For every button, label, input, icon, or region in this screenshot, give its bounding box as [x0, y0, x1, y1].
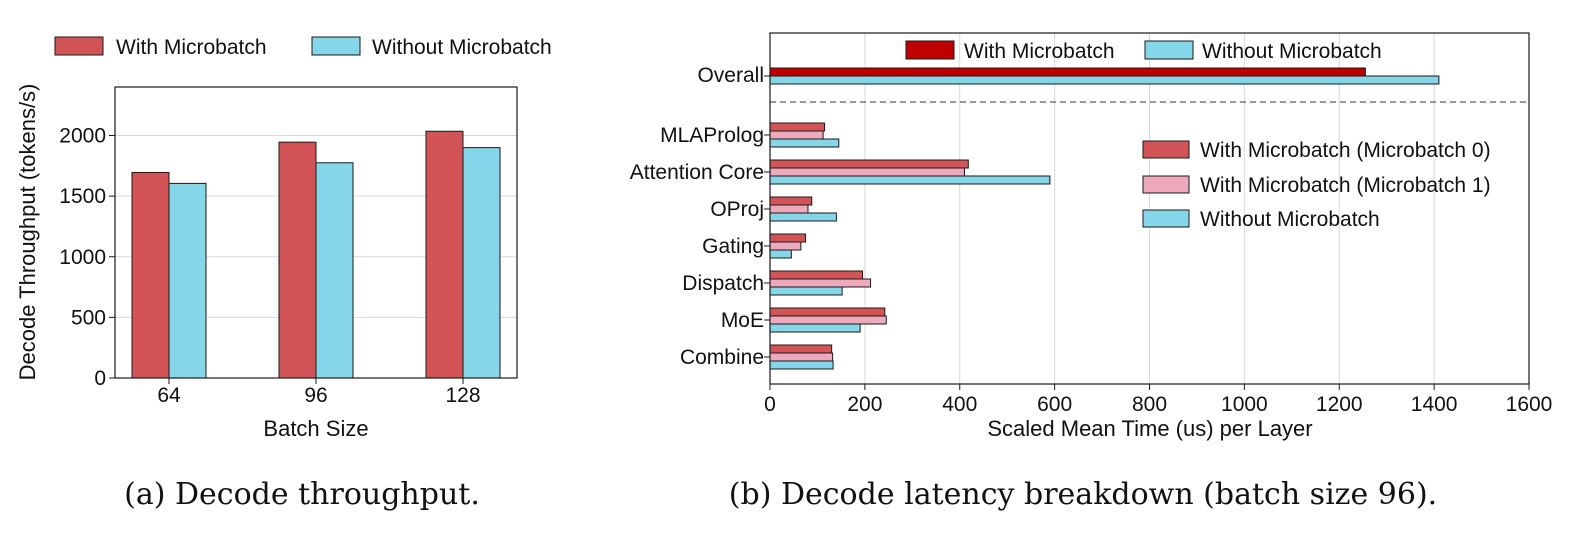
- bar-without-microbatch-64: [168, 182, 207, 379]
- throughput-x-ticks: 64 96 128: [157, 378, 481, 407]
- bar-without-microbatch-mlaprolog: [769, 138, 840, 148]
- bar-with-microbatch-microbatch-1-combine: [769, 352, 834, 362]
- bar-without-microbatch-gating: [769, 249, 792, 259]
- x-tick-label: 1400: [1411, 393, 1458, 416]
- bar-overall-with-microbatch: [769, 67, 1366, 77]
- y-tick-label-overall: Overall: [697, 64, 764, 87]
- legend-label-without-microbatch: Without Microbatch: [372, 36, 552, 59]
- bar-without-microbatch-combine: [769, 360, 834, 370]
- caption-a: (a) Decode throughput.: [124, 477, 480, 512]
- x-tick-label: 400: [942, 393, 977, 416]
- x-tick-label: 96: [304, 384, 327, 407]
- overall-legend: With Microbatch Without Microbatch: [905, 40, 1382, 63]
- bar-with-microbatch-microbatch-1-dispatch: [769, 278, 872, 288]
- bar-with-microbatch-microbatch-0-oproj: [769, 196, 813, 206]
- legend-label-microbatch-1: With Microbatch (Microbatch 1): [1200, 174, 1491, 197]
- throughput-chart: 0 500 1000 1500 2000 64 96 128 Batch Size Deco…: [15, 36, 552, 512]
- throughput-x-axis-label: Batch Size: [263, 416, 368, 441]
- legend-swatch-without-microbatch: [1142, 209, 1190, 228]
- x-tick-label: 800: [1132, 393, 1167, 416]
- latency-gridlines: [864, 33, 1435, 384]
- latency-x-axis-label: Scaled Mean Time (us) per Layer: [987, 416, 1312, 441]
- legend-label-without-microbatch-breakdown: Without Microbatch: [1200, 208, 1380, 231]
- y-tick-label: 1500: [59, 185, 106, 208]
- throughput-legend: With Microbatch Without Microbatch: [54, 36, 552, 59]
- throughput-y-ticks: 0 500 1000 1500 2000: [59, 125, 115, 390]
- bar-overall-without-microbatch: [769, 75, 1440, 85]
- bar-with-microbatch-microbatch-0-combine: [769, 344, 833, 354]
- bar-without-microbatch-dispatch: [769, 286, 843, 296]
- y-tick-label-mlaprolog: MLAProlog: [660, 124, 764, 147]
- legend-label-microbatch-0: With Microbatch (Microbatch 0): [1200, 139, 1491, 162]
- y-tick-label: 2000: [59, 125, 106, 148]
- x-tick-label: 1600: [1506, 393, 1553, 416]
- legend-label-overall-with-microbatch: With Microbatch: [964, 40, 1115, 63]
- x-tick-label: 64: [157, 384, 181, 407]
- x-tick-label: 128: [445, 384, 480, 407]
- y-tick-label: 0: [94, 367, 106, 390]
- x-tick-label: 1000: [1221, 393, 1268, 416]
- bar-with-microbatch-microbatch-1-oproj: [769, 204, 809, 214]
- bar-with-microbatch-microbatch-0-gating: [769, 233, 807, 243]
- y-tick-label: 1000: [59, 246, 106, 269]
- y-tick-label-attention-core: Attention Core: [630, 161, 764, 184]
- bar-with-microbatch-microbatch-1-attention-core: [769, 167, 965, 177]
- bar-with-microbatch-microbatch-0-mlaprolog: [769, 122, 826, 132]
- latency-x-ticks: 0 200 400 600 800 1000 1200 1400 1600: [764, 384, 1552, 416]
- legend-swatch-without-microbatch: [311, 36, 361, 56]
- bar-with-microbatch-microbatch-0-dispatch: [769, 270, 864, 280]
- x-tick-label: 0: [764, 393, 776, 416]
- bar-with-microbatch-microbatch-1-gating: [769, 241, 802, 251]
- bar-with-microbatch-microbatch-0-moe: [769, 307, 886, 317]
- legend-label-with-microbatch: With Microbatch: [116, 36, 267, 59]
- bar-with-microbatch-microbatch-1-mlaprolog: [769, 130, 824, 140]
- x-tick-label: 1200: [1316, 393, 1363, 416]
- throughput-y-axis-label: Decode Throughput (tokens/s): [15, 84, 40, 381]
- bar-without-microbatch-attention-core: [769, 175, 1051, 185]
- legend-swatch-microbatch-1: [1142, 175, 1190, 194]
- x-tick-label: 600: [1037, 393, 1072, 416]
- x-tick-label: 200: [847, 393, 882, 416]
- bar-without-microbatch-128: [462, 147, 501, 379]
- breakdown-legend: With Microbatch (Microbatch 0) With Micr…: [1142, 139, 1491, 231]
- y-tick-label-moe: MoE: [721, 309, 764, 332]
- y-tick-label-combine: Combine: [680, 346, 764, 369]
- bar-with-microbatch-microbatch-0-attention-core: [769, 159, 969, 169]
- bar-with-microbatch-96: [278, 141, 317, 379]
- legend-swatch-with-microbatch: [54, 36, 104, 56]
- legend-label-overall-without-microbatch: Without Microbatch: [1202, 40, 1382, 63]
- legend-swatch-overall-without-microbatch: [1144, 40, 1194, 60]
- y-tick-label-dispatch: Dispatch: [682, 272, 764, 295]
- legend-swatch-microbatch-0: [1142, 140, 1190, 159]
- bar-without-microbatch-moe: [769, 323, 861, 333]
- y-tick-label-oproj: OProj: [710, 198, 764, 221]
- y-tick-label-gating: Gating: [702, 235, 764, 258]
- latency-bars: [769, 67, 1440, 370]
- bar-with-microbatch-64: [131, 171, 170, 379]
- legend-swatch-overall-with-microbatch: [905, 40, 955, 60]
- throughput-bars: [131, 130, 501, 379]
- y-tick-label: 500: [71, 306, 106, 329]
- caption-b: (b) Decode latency breakdown (batch size…: [729, 477, 1437, 512]
- bar-without-microbatch-96: [315, 162, 354, 379]
- bar-without-microbatch-oproj: [769, 212, 837, 222]
- bar-with-microbatch-microbatch-1-moe: [769, 315, 887, 325]
- bar-with-microbatch-128: [425, 130, 464, 379]
